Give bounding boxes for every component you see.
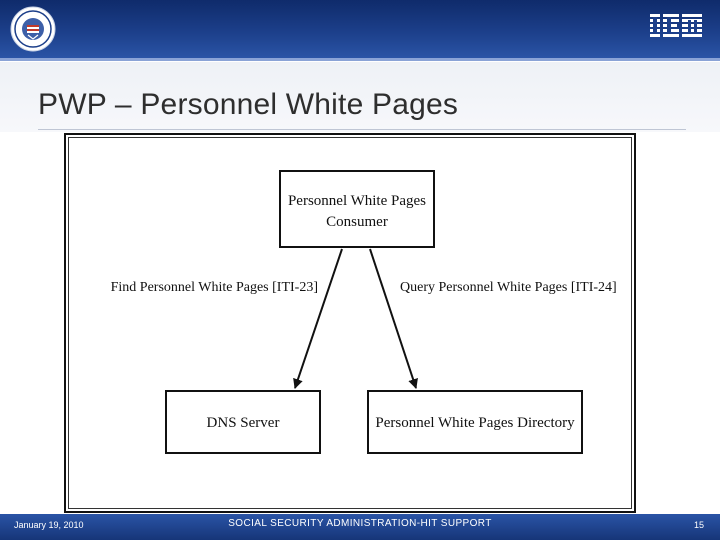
slide-page-number: 15 (693, 520, 704, 530)
header-rule (0, 58, 720, 61)
directory-node (367, 390, 583, 454)
ssa-seal-icon (10, 6, 56, 52)
title-underline (38, 129, 686, 130)
diagram-frame: Personnel White Pages Consumer DNS Serve… (64, 133, 636, 513)
actor-transaction-diagram: Personnel White Pages Consumer DNS Serve… (111, 170, 617, 454)
query-edge-label: Query Personnel White Pages [ITI-24] (400, 280, 617, 295)
dns-server-node-label: DNS Server (207, 415, 280, 431)
consumer-node-label-line2: Consumer (326, 214, 388, 230)
page-title: PWP – Personnel White Pages (38, 88, 459, 121)
find-edge-arrow (293, 248, 343, 389)
find-edge-label: Find Personnel White Pages [ITI-23] (111, 280, 318, 295)
dns-server-node (165, 390, 321, 454)
footer-organization: SOCIAL SECURITY ADMINISTRATION-HIT SUPPO… (228, 518, 492, 529)
footer-date: January 19, 2010 (14, 520, 84, 530)
consumer-node-label-line1: Personnel White Pages (288, 193, 426, 209)
footer-band (0, 514, 720, 540)
title-area (0, 62, 720, 132)
consumer-node (279, 170, 435, 248)
query-edge-arrow (369, 248, 418, 389)
ibm-logo-icon (650, 14, 702, 37)
directory-node-label: Personnel White Pages Directory (375, 415, 575, 431)
header-band (0, 0, 720, 58)
